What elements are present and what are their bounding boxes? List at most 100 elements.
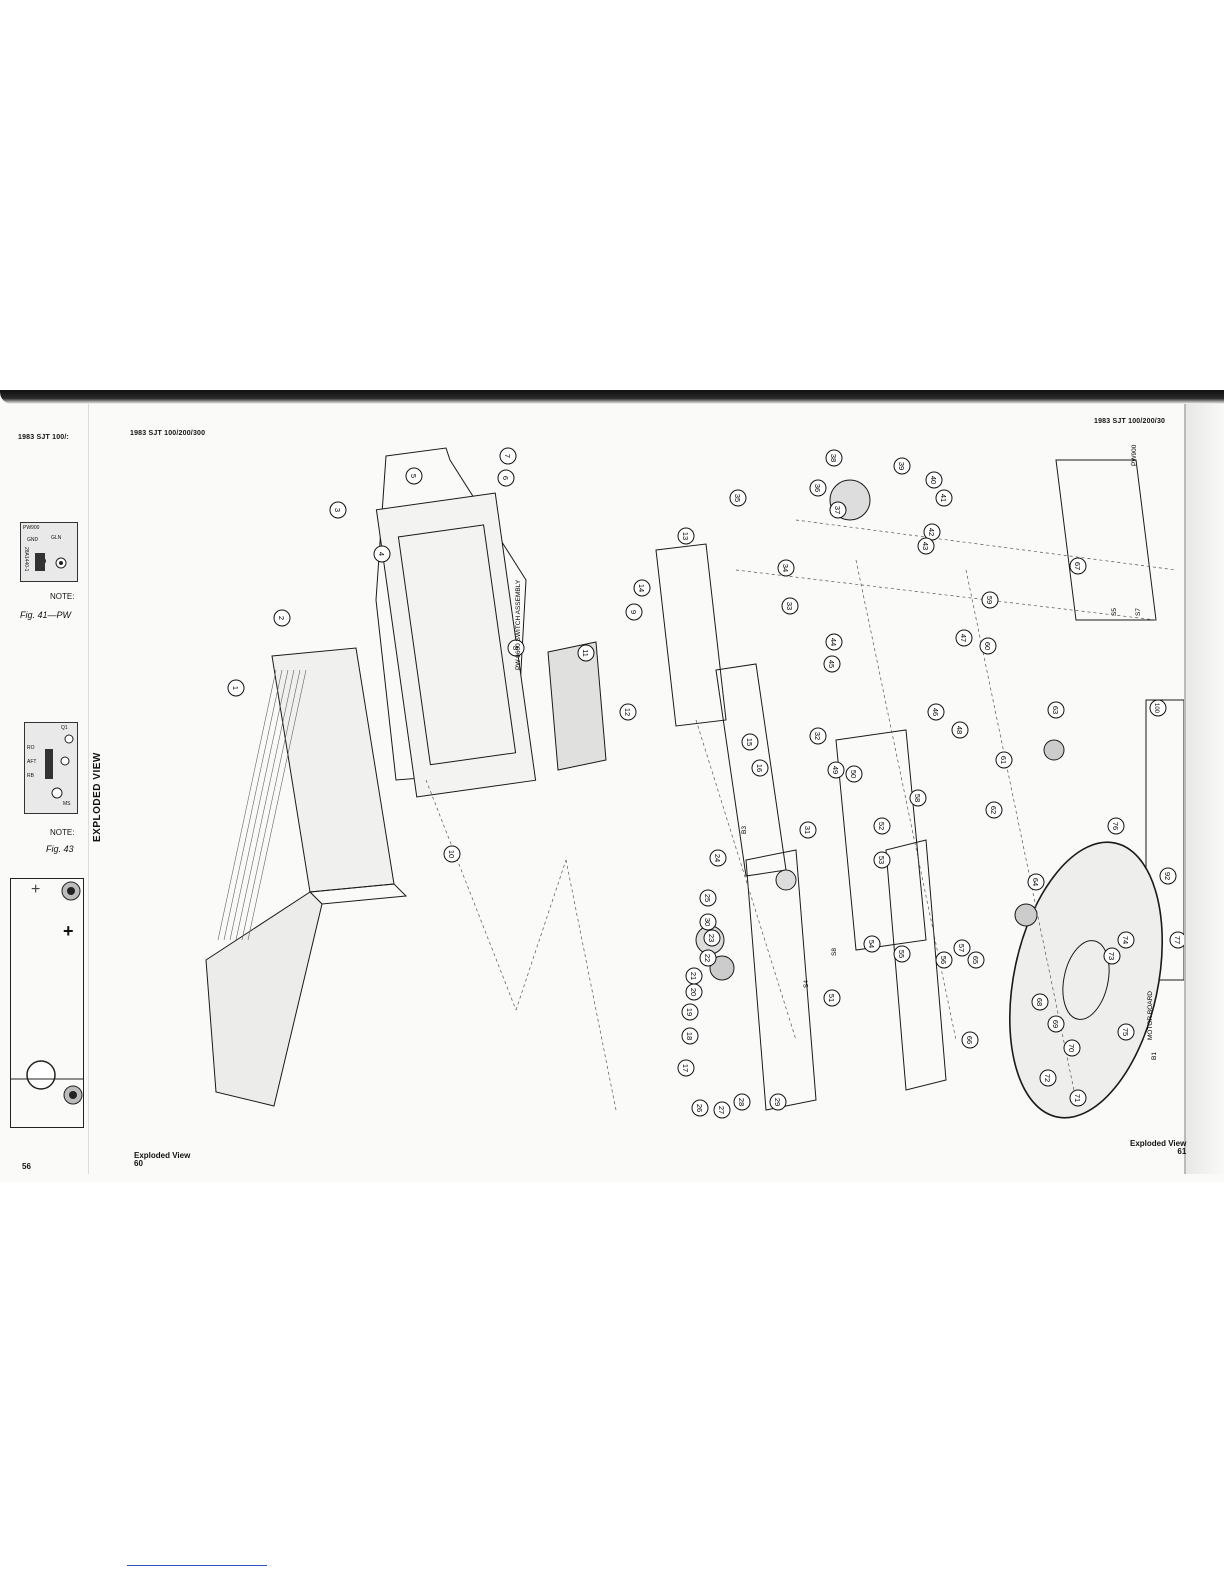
callout-number: 20 [689, 988, 698, 996]
callout-circle [741, 733, 759, 751]
callout-circle [935, 489, 953, 507]
callout-circle [823, 989, 841, 1007]
diagram-label: B3 [741, 826, 748, 834]
callout-number: 53 [877, 856, 886, 864]
callout-68: 68 [1031, 993, 1049, 1011]
callout-circle [825, 449, 843, 467]
callout-circle [273, 609, 291, 627]
callout-circle [699, 913, 717, 931]
callout-21: 21 [685, 967, 703, 985]
callout-number: 19 [685, 1008, 694, 1016]
callout-circle [405, 467, 423, 485]
callout-circle [699, 889, 717, 907]
callout-number: 50 [849, 770, 858, 778]
scan-shadow-edge [0, 390, 1224, 404]
callout-31: 31 [799, 821, 817, 839]
callout-circle [577, 644, 595, 662]
footer-title: Exploded View [134, 1151, 191, 1160]
left-page-header: 1983 SJT 100/: [18, 434, 70, 441]
callout-number: 35 [733, 494, 742, 502]
page-gutter-right [1184, 404, 1224, 1174]
callout-number: 75 [1121, 1028, 1130, 1036]
callout-number: 10 [447, 850, 456, 858]
callout-number: 24 [713, 854, 722, 862]
callout-11: 11 [577, 644, 595, 662]
callout-number: 72 [1043, 1074, 1052, 1082]
callout-circle [827, 761, 845, 779]
plus-symbol: + [63, 921, 74, 941]
pcb-traces [45, 734, 74, 799]
callout-number: 64 [1031, 878, 1040, 886]
callout-38: 38 [825, 449, 843, 467]
callout-circle [909, 789, 927, 807]
terminal-board-drawing [11, 881, 83, 1105]
callout-circle [507, 639, 525, 657]
callout-circle [443, 845, 461, 863]
gear [1043, 739, 1065, 761]
callout-52: 52 [873, 817, 891, 835]
callout-4: 4 [373, 545, 391, 563]
callout-number: 51 [827, 994, 836, 1002]
pcb-traces [35, 553, 67, 571]
callout-circle [1047, 701, 1065, 719]
callout-number: 34 [781, 564, 790, 572]
callout-number: 68 [1035, 998, 1044, 1006]
callout-circle [1047, 1015, 1065, 1033]
callout-circle [685, 967, 703, 985]
callout-circle [625, 603, 643, 621]
callout-50: 50 [845, 765, 863, 783]
callout-60: 60 [979, 637, 997, 655]
callout-number: 61 [999, 756, 1008, 764]
callout-circle [799, 821, 817, 839]
plus-symbol: + [31, 881, 41, 898]
callout-number: 8 [511, 646, 520, 650]
diagram-label: MOTOR BOARD [1147, 991, 1154, 1040]
callout-circle [951, 721, 969, 739]
footer-page-number: 60 [134, 1159, 143, 1168]
callout-72: 72 [1039, 1069, 1057, 1087]
callout-54: 54 [863, 935, 881, 953]
callout-71: 71 [1069, 1089, 1087, 1107]
callout-41: 41 [935, 489, 953, 507]
cabinet-frame [375, 492, 537, 798]
callout-10: 10 [443, 845, 461, 863]
pcb-label: PW900 [23, 525, 40, 531]
callout-circle [633, 579, 651, 597]
callout-28: 28 [733, 1093, 751, 1111]
callout-circle [691, 1099, 709, 1117]
callout-circle [845, 765, 863, 783]
diagram-label: S4 [803, 980, 810, 988]
note-label: NOTE: [50, 592, 75, 601]
callout-65: 65 [967, 951, 985, 969]
callout-number: 29 [773, 1098, 782, 1106]
gear [775, 869, 797, 891]
part-outlines [205, 447, 1185, 1119]
callout-number: 49 [831, 766, 840, 774]
callout-circle [373, 545, 391, 563]
callout-1: 1 [227, 679, 245, 697]
diagram-label: S5 [1111, 608, 1118, 616]
callout-number: 11 [581, 649, 590, 657]
callout-number: 56 [939, 956, 948, 964]
callout-27: 27 [713, 1101, 731, 1119]
callout-circle [499, 447, 517, 465]
callout-46: 46 [927, 703, 945, 721]
callout-number: 77 [1173, 936, 1182, 944]
callout-circle [981, 591, 999, 609]
callout-number: 21 [689, 972, 698, 980]
callout-number: 32 [813, 732, 822, 740]
callout-circle [777, 559, 795, 577]
callout-number: 62 [989, 806, 998, 814]
callout-70: 70 [1063, 1039, 1081, 1057]
callout-circle [1069, 1089, 1087, 1107]
callout-circle [1031, 993, 1049, 1011]
callout-18: 18 [681, 1027, 699, 1045]
callout-number: 28 [737, 1098, 746, 1106]
callout-number: 27 [717, 1106, 726, 1114]
top-cover-side [205, 891, 323, 1107]
callout-circle [751, 759, 769, 777]
pcb-label: RO [27, 745, 35, 751]
callout-number: 13 [681, 532, 690, 540]
callout-number: 22 [703, 954, 712, 962]
callout-16: 16 [751, 759, 769, 777]
